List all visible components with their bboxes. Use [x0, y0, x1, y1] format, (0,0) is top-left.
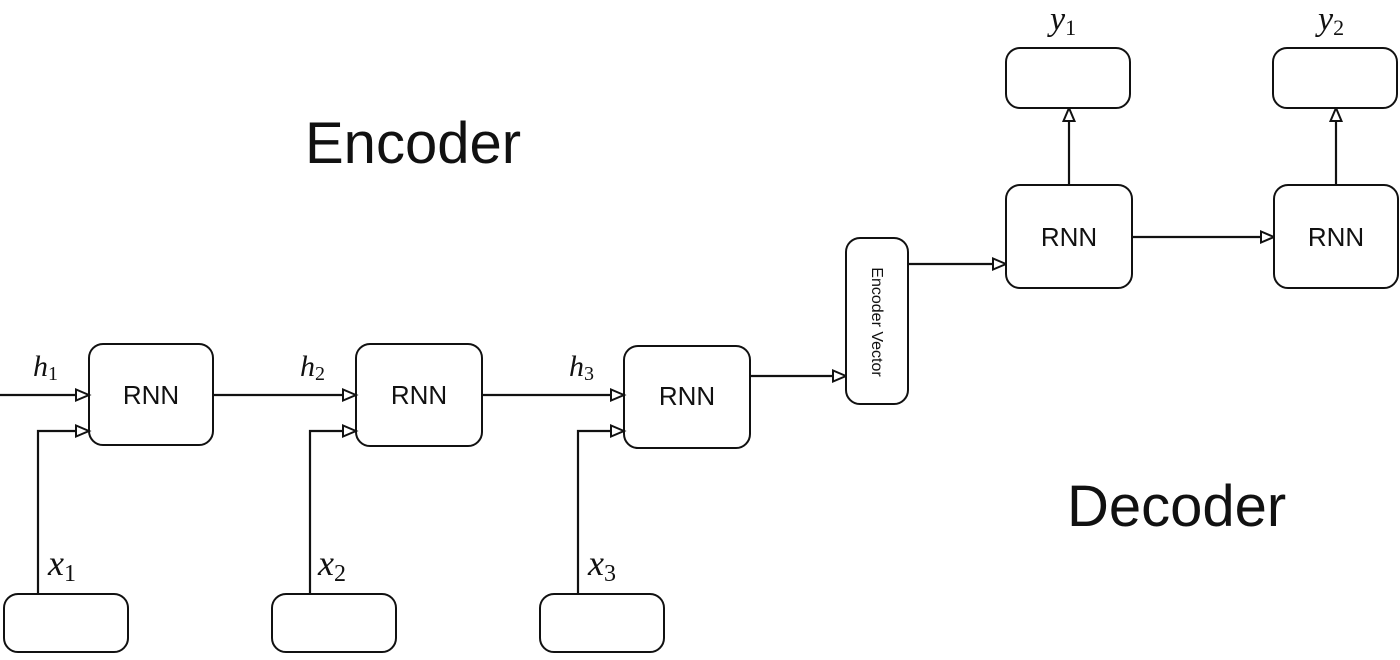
input-arrowhead-2 — [342, 423, 359, 439]
input-label-1: x1 — [47, 543, 76, 587]
hidden-label-3: h3 — [569, 350, 594, 385]
decoder-output-box-2 — [1272, 47, 1398, 109]
hidden-arrowhead-3 — [610, 387, 627, 403]
input-label-2: x2 — [317, 543, 346, 587]
output-label-2: y2 — [1315, 1, 1344, 40]
encoder-cell-3: RNN h3 x3 — [482, 345, 751, 653]
input-arrowhead-3 — [610, 423, 627, 439]
input-label-3: x3 — [587, 543, 616, 587]
input-arrowhead-1 — [75, 423, 92, 439]
decoder-cell-2: RNN y2 — [1132, 1, 1399, 289]
encoder-input-box-3 — [539, 593, 665, 653]
hidden-label-1: h1 — [33, 350, 58, 385]
encoder-input-box-1 — [3, 593, 129, 653]
hidden-arrowhead-2 — [342, 387, 359, 403]
encoder-rnn-label-3: RNN — [659, 381, 715, 411]
encoder-cell-1: RNN h1 x1 — [0, 343, 214, 653]
encoder-vector: Encoder Vector — [750, 237, 1009, 405]
vector-to-decoder-arrowhead — [992, 256, 1009, 272]
decoder-title: Decoder — [1067, 474, 1286, 539]
decoder-output-arrowhead-2 — [1328, 105, 1344, 122]
input-connector-3 — [576, 429, 611, 594]
encoder-rnn-label-2: RNN — [391, 380, 447, 410]
encoder-rnn-box-3 — [623, 345, 751, 449]
input-connector-1 — [36, 429, 76, 594]
hidden-arrowhead-1 — [75, 387, 92, 403]
encoder-vector-label: Encoder Vector — [868, 267, 885, 377]
encoder-title: Encoder — [305, 111, 521, 176]
input-connector-2 — [308, 429, 343, 594]
decoder-output-box-1 — [1005, 47, 1131, 109]
decoder-output-arrowhead-1 — [1061, 105, 1077, 122]
decoder-hidden-arrowhead — [1260, 229, 1277, 245]
encoder-vector-box — [845, 237, 909, 405]
encoder-to-vector-arrowhead — [832, 368, 849, 384]
hidden-label-2: h2 — [300, 350, 325, 385]
decoder-rnn-label-2: RNN — [1308, 222, 1364, 252]
output-label-1: y1 — [1047, 1, 1076, 40]
decoder-cell-1: RNN y1 — [1005, 1, 1133, 289]
decoder-rnn-label-1: RNN — [1041, 222, 1097, 252]
encoder-cell-2: RNN h2 x2 — [213, 343, 483, 653]
encoder-rnn-label-1: RNN — [123, 380, 179, 410]
encoder-input-box-2 — [271, 593, 397, 653]
